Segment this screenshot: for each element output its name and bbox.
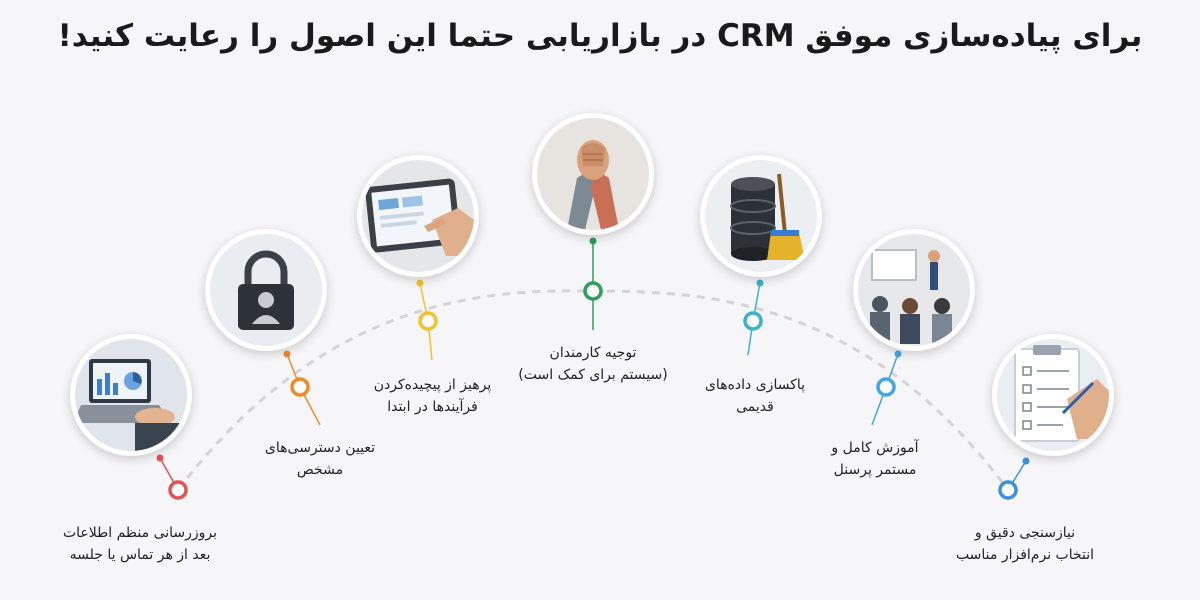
- step-2-label: تعیین دسترسی‌های مشخص: [230, 437, 410, 481]
- handshake-icon: [537, 118, 649, 230]
- timeline-node-1: [156, 454, 188, 500]
- step-4-label: توجیه کارمندان (سیستم برای کمک است): [493, 342, 693, 386]
- timeline-node-2: [283, 350, 321, 426]
- step-6-photo: [853, 229, 975, 351]
- step-1-label: بروزرسانی منظم اطلاعات بعد از هر تماس یا…: [40, 522, 240, 566]
- database-broom-icon: [705, 160, 817, 272]
- tablet-touch-icon: [362, 160, 474, 272]
- step-7-line-1: نیازسنجی دقیق و: [974, 525, 1076, 541]
- step-1-line-2: بعد از هر تماس یا جلسه: [69, 547, 211, 563]
- timeline-node-3: [416, 279, 438, 361]
- step-3-label: پرهیز از پیچیده‌کردن فرآیندها در ابتدا: [340, 374, 525, 418]
- step-6-line-1: آموزش کامل و: [831, 440, 919, 456]
- step-7-photo: [992, 334, 1114, 456]
- step-4-photo: [532, 113, 654, 235]
- step-3-photo: [357, 155, 479, 277]
- step-4-line-1: توجیه کارمندان: [549, 345, 637, 361]
- padlock-user-icon: [210, 234, 322, 346]
- step-2-line-1: تعیین دسترسی‌های: [264, 440, 376, 456]
- page-title: برای پیاده‌سازی موفق CRM در بازاریابی حت…: [57, 18, 1143, 54]
- step-3-line-1: پرهیز از پیچیده‌کردن: [373, 377, 492, 393]
- step-2-line-2: مشخص: [296, 462, 344, 478]
- timeline-node-7: [998, 457, 1030, 500]
- training-session-icon: [858, 234, 970, 346]
- step-1-photo: [70, 334, 192, 456]
- step-4-line-2: (سیستم برای کمک است): [518, 367, 668, 383]
- step-2-photo: [205, 229, 327, 351]
- step-7-line-2: انتخاب نرم‌افزار مناسب: [955, 547, 1095, 563]
- step-3-line-2: فرآیندها در ابتدا: [387, 399, 478, 415]
- laptop-analytics-icon: [75, 339, 187, 451]
- timeline-node-6: [871, 350, 902, 426]
- step-6-line-2: مستمر پرسنل: [833, 462, 917, 478]
- step-5-line-2: قدیمی: [736, 399, 774, 415]
- step-1-line-1: بروزرسانی منظم اطلاعات: [62, 525, 218, 541]
- timeline-node-5: [743, 279, 764, 356]
- timeline-node-4: [583, 237, 603, 330]
- step-5-photo: [700, 155, 822, 277]
- checklist-icon: [997, 339, 1109, 451]
- step-5-line-1: پاکسازی داده‌های: [704, 377, 806, 393]
- step-5-label: پاکسازی داده‌های قدیمی: [670, 374, 840, 418]
- step-6-label: آموزش کامل و مستمر پرسنل: [790, 437, 960, 481]
- step-7-label: نیازسنجی دقیق و انتخاب نرم‌افزار مناسب: [920, 522, 1130, 566]
